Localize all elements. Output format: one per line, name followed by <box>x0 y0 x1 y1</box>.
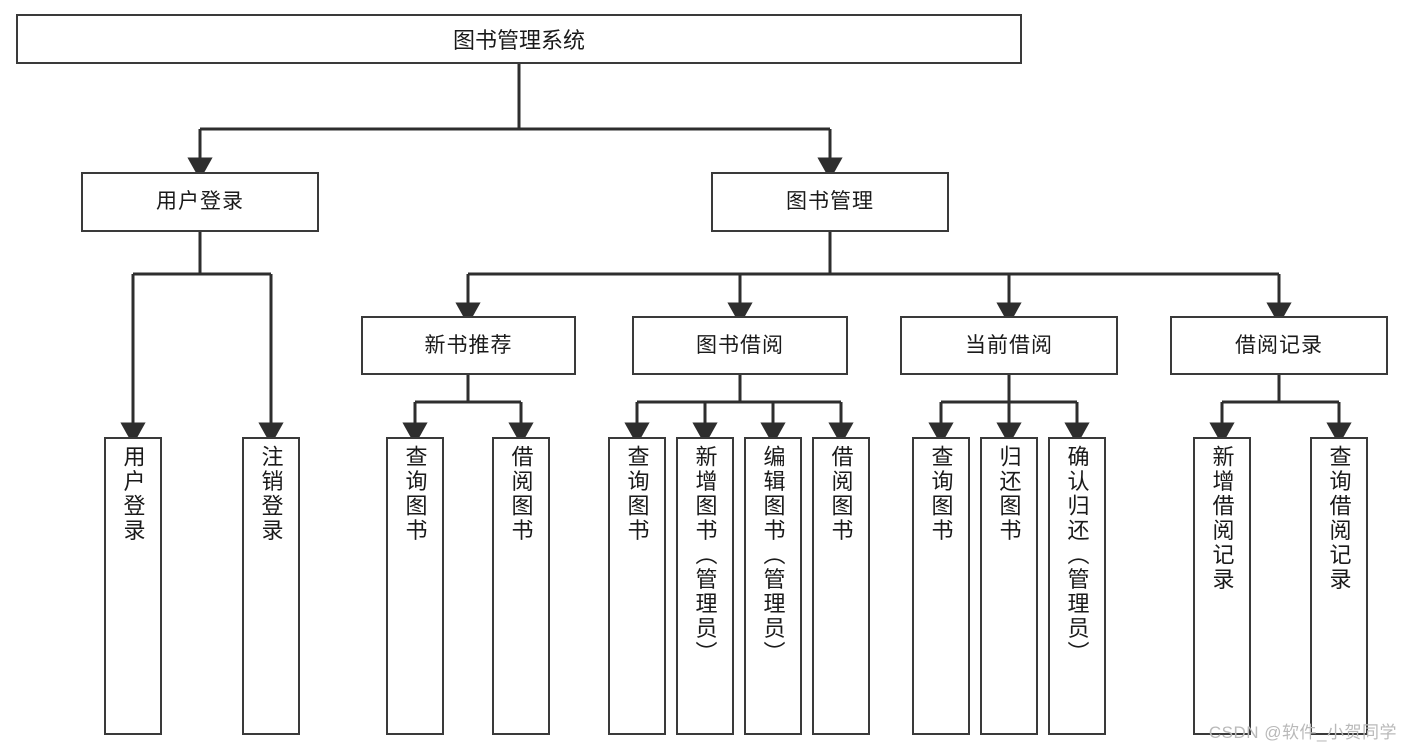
leaf-add-book-label: 新增图书（管理员） <box>692 445 718 666</box>
leaf-user-login-label: 用户登录 <box>120 445 146 543</box>
leaf-edit-book[interactable]: 编辑图书（管理员） <box>744 437 802 735</box>
node-new-book-rec[interactable]: 新书推荐 <box>361 316 576 375</box>
leaf-return-book-label: 归还图书 <box>996 445 1022 543</box>
leaf-borrow-book-1[interactable]: 借阅图书 <box>492 437 550 735</box>
node-borrow-record-label: 借阅记录 <box>1235 333 1323 357</box>
leaf-confirm-return[interactable]: 确认归还（管理员） <box>1048 437 1106 735</box>
leaf-borrow-book-2[interactable]: 借阅图书 <box>812 437 870 735</box>
node-book-borrow-label: 图书借阅 <box>696 333 784 357</box>
leaf-query-record-label: 查询借阅记录 <box>1326 445 1352 592</box>
node-user-login[interactable]: 用户登录 <box>81 172 319 232</box>
leaf-add-record[interactable]: 新增借阅记录 <box>1193 437 1251 735</box>
leaf-query-book-1-label: 查询图书 <box>402 445 428 543</box>
leaf-logout-login[interactable]: 注销登录 <box>242 437 300 735</box>
leaf-user-login[interactable]: 用户登录 <box>104 437 162 735</box>
node-current-borrow-label: 当前借阅 <box>965 333 1053 357</box>
csdn-watermark: CSDN @软件_小贺同学 <box>1208 723 1397 742</box>
leaf-logout-login-label: 注销登录 <box>258 445 284 543</box>
node-book-borrow[interactable]: 图书借阅 <box>632 316 848 375</box>
leaf-borrow-book-1-label: 借阅图书 <box>508 445 534 543</box>
leaf-query-book-1[interactable]: 查询图书 <box>386 437 444 735</box>
leaf-query-book-2-label: 查询图书 <box>624 445 650 543</box>
leaf-return-book[interactable]: 归还图书 <box>980 437 1038 735</box>
leaf-query-book-3[interactable]: 查询图书 <box>912 437 970 735</box>
node-user-login-label: 用户登录 <box>156 190 244 214</box>
leaf-query-record[interactable]: 查询借阅记录 <box>1310 437 1368 735</box>
leaf-borrow-book-2-label: 借阅图书 <box>828 445 854 543</box>
node-root-label: 图书管理系统 <box>452 28 585 53</box>
leaf-edit-book-label: 编辑图书（管理员） <box>760 445 786 666</box>
leaf-query-book-3-label: 查询图书 <box>928 445 954 543</box>
leaf-query-book-2[interactable]: 查询图书 <box>608 437 666 735</box>
node-new-book-rec-label: 新书推荐 <box>424 333 513 357</box>
node-borrow-record[interactable]: 借阅记录 <box>1170 316 1388 375</box>
node-book-manage[interactable]: 图书管理 <box>711 172 949 232</box>
leaf-confirm-return-label: 确认归还（管理员） <box>1064 445 1090 666</box>
leaf-add-record-label: 新增借阅记录 <box>1209 445 1235 592</box>
node-book-manage-label: 图书管理 <box>786 190 874 214</box>
node-root[interactable]: 图书管理系统 <box>16 14 1022 64</box>
node-current-borrow[interactable]: 当前借阅 <box>900 316 1118 375</box>
leaf-add-book[interactable]: 新增图书（管理员） <box>676 437 734 735</box>
